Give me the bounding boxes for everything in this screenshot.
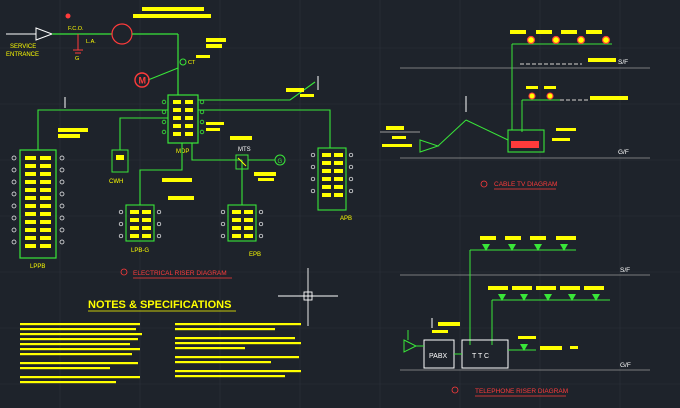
cable-tv-title: CABLE TV DIAGRAM: [494, 181, 557, 188]
tv-outlet-icon: [576, 35, 586, 45]
mts-label: MTS: [238, 147, 251, 153]
electrical-riser-title: ELECTRICAL RISER DIAGRAM: [133, 270, 227, 277]
lppb-panel[interactable]: [19, 149, 57, 259]
electrical-riser-diagram: SERVICE ENTRANCE F.C.O. L.A. G CT M: [6, 7, 354, 279]
lppb-label: LPPB: [30, 264, 45, 270]
phone-outlets-top: [482, 244, 568, 251]
transformer-circle-icon: [111, 23, 133, 45]
cad-crosshair-icon[interactable]: [278, 268, 338, 326]
catv-tap-arrow-icon: [419, 139, 440, 153]
mts-switch[interactable]: [235, 154, 249, 170]
tel-sf-label: S/F: [620, 267, 630, 274]
ttc-label: T T C: [472, 353, 489, 360]
catv-amplifier-box[interactable]: [507, 129, 545, 153]
title-marker-icon: [451, 386, 459, 394]
cable-tv-diagram: S/F G/F: [380, 30, 650, 190]
tv-outlets-sf: [526, 35, 611, 45]
epb-panel[interactable]: [227, 204, 257, 242]
telephone-riser-title: TELEPHONE RISER DIAGRAM: [475, 388, 568, 395]
service-arrow-icon: [35, 27, 54, 41]
telephone-outlet-icon: [508, 244, 516, 251]
tv-outlet-icon: [601, 35, 611, 45]
la-label: L.A.: [86, 39, 96, 45]
generator-label: G: [278, 159, 283, 165]
generator-circle-icon: [274, 154, 286, 166]
fco-marker-icon: [65, 13, 71, 19]
ground-label: G: [75, 56, 79, 62]
telephone-riser-diagram: S/F G/F: [400, 236, 650, 397]
lpb-g-label: LPB-G: [131, 248, 149, 254]
notes-left-column: [20, 323, 142, 384]
mdp-feeder-wires: [37, 81, 331, 205]
meter-label: M: [139, 76, 147, 86]
cwh-label: CWH: [109, 179, 123, 185]
title-marker-icon: [480, 180, 488, 188]
tv-outlet-icon: [551, 35, 561, 45]
notes-title: NOTES & SPECIFICATIONS: [88, 299, 231, 311]
epb-label: EPB: [249, 252, 261, 258]
apb-label: APB: [340, 216, 352, 222]
pabx-label: PABX: [429, 353, 447, 360]
telephone-outlet-icon: [534, 244, 542, 251]
tel-incoming-arrow-icon: [403, 339, 418, 353]
header-text-line-1: [142, 7, 204, 11]
ct-label: CT: [188, 60, 196, 66]
notes-specifications: NOTES & SPECIFICATIONS: [20, 299, 301, 384]
tv-outlet-icon: [528, 92, 536, 100]
lppb-breakers: [25, 156, 51, 248]
telephone-outlet-icon: [498, 294, 506, 301]
telephone-outlet-icon: [520, 344, 528, 351]
service-entrance-label: SERVICE: [10, 44, 36, 50]
header-text-line-2: [133, 14, 211, 18]
telephone-outlet-icon: [560, 244, 568, 251]
cable-gf-label: G/F: [618, 149, 629, 156]
mdp-breakers: [173, 100, 193, 136]
cable-sf-label: S/F: [618, 59, 628, 66]
tel-gf-label: G/F: [620, 362, 631, 369]
telephone-outlet-icon: [544, 294, 552, 301]
notes-right-column: [175, 323, 301, 378]
apb-panel[interactable]: [317, 147, 347, 211]
tv-outlet-icon: [526, 35, 536, 45]
tv-outlet-icon: [546, 92, 554, 100]
mdp-label: MDP: [176, 149, 189, 155]
telephone-outlet-icon: [520, 294, 528, 301]
cwh-unit[interactable]: [111, 149, 129, 173]
ct-icon: [179, 58, 187, 66]
telephone-outlet-icon: [568, 294, 576, 301]
title-marker-icon: [120, 268, 128, 276]
phone-outlets-sf: [498, 294, 600, 301]
telephone-outlet-icon: [592, 294, 600, 301]
meter-circle-icon: [134, 72, 150, 88]
service-entrance-label-2: ENTRANCE: [6, 52, 39, 58]
fco-label: F.C.O.: [68, 26, 84, 32]
mdp-panel[interactable]: [167, 94, 199, 144]
lpb-g-panel[interactable]: [125, 204, 155, 242]
telephone-outlet-icon: [482, 244, 490, 251]
